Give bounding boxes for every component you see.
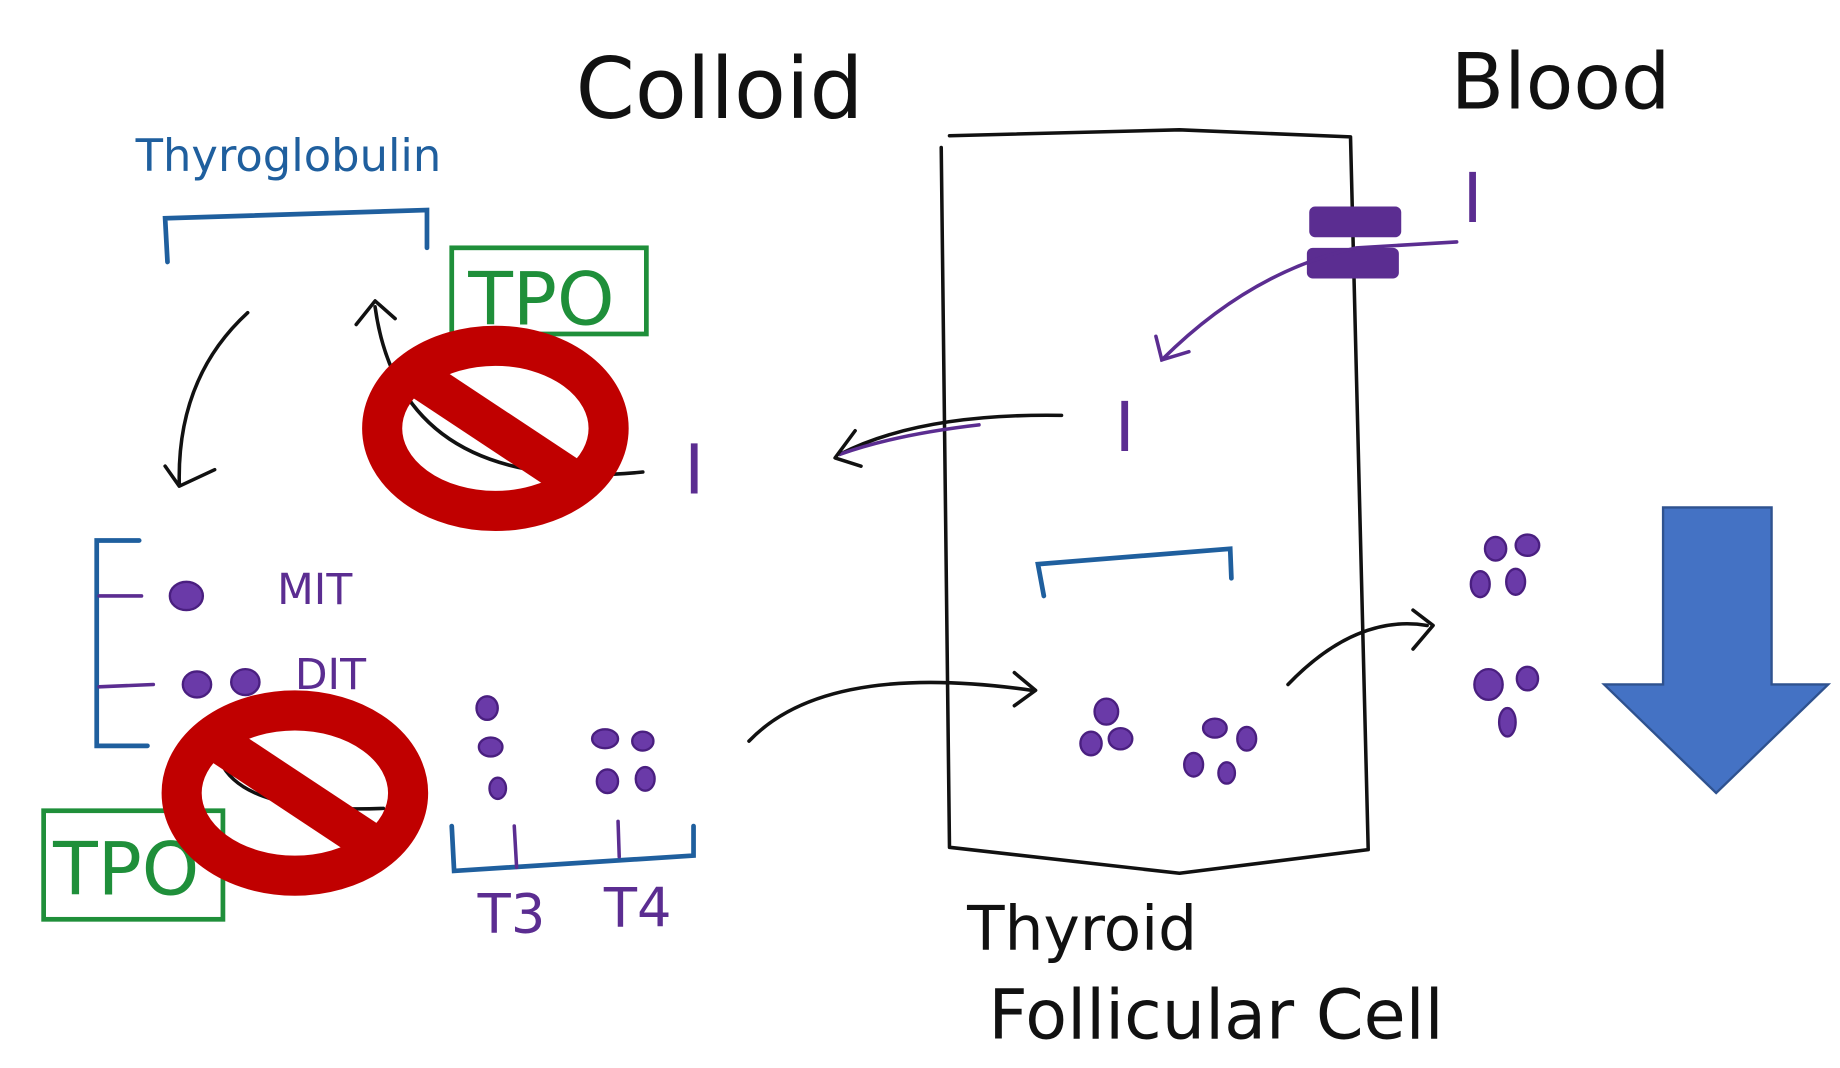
hormones-in-cell — [1079, 697, 1258, 785]
thyroglobulin-bracket-cell — [1035, 546, 1234, 599]
bracket-ticks — [97, 594, 156, 689]
t3-t4-group: T3 T4 — [449, 695, 696, 945]
mit-dit-bracket — [94, 538, 150, 749]
prohibited-icon — [362, 325, 629, 532]
secretion-arrow — [1286, 622, 1429, 687]
hormones-in-blood — [1469, 533, 1541, 738]
iodine-dot — [168, 580, 205, 612]
t4-label: T4 — [603, 876, 672, 939]
tpo-box-bottom: TPO — [41, 808, 226, 922]
iodide-cell-label: I — [1115, 388, 1135, 468]
blood-label: Blood — [1451, 38, 1671, 128]
arrowhead — [833, 428, 863, 468]
cell-label-line1: Thyroid — [966, 894, 1197, 965]
thyroglobulin-bracket — [162, 207, 430, 265]
arrowhead — [1012, 670, 1038, 708]
iodide-uptake-arrow — [1160, 240, 1459, 362]
endocytosis-arrow — [747, 680, 1034, 743]
iodine-dot — [230, 667, 261, 697]
iodide-efflux-arrow — [838, 413, 1064, 457]
iodide-efflux-overlay — [838, 423, 981, 457]
iodide-blood-label: I — [1463, 159, 1483, 239]
prohibited-icon — [161, 690, 429, 896]
t3-label: T3 — [477, 882, 546, 945]
down-arrow-icon — [1601, 506, 1832, 795]
arrowhead — [354, 299, 397, 327]
cell-label-line2: Follicular Cell — [988, 975, 1443, 1055]
mit-label: MIT — [277, 566, 353, 615]
arrowhead — [163, 464, 217, 488]
colloid-label: Colloid — [576, 40, 864, 139]
follicular-cell — [939, 128, 1370, 876]
cycle-arrow-down — [177, 310, 250, 486]
iodine-dot — [181, 670, 213, 699]
arrowhead — [1411, 608, 1435, 651]
arrowhead — [1154, 334, 1191, 363]
thyroglobulin-label: Thyroglobulin — [135, 129, 442, 182]
svg-text:TPO: TPO — [52, 828, 199, 913]
iodide-colloid-label: I — [684, 430, 704, 510]
